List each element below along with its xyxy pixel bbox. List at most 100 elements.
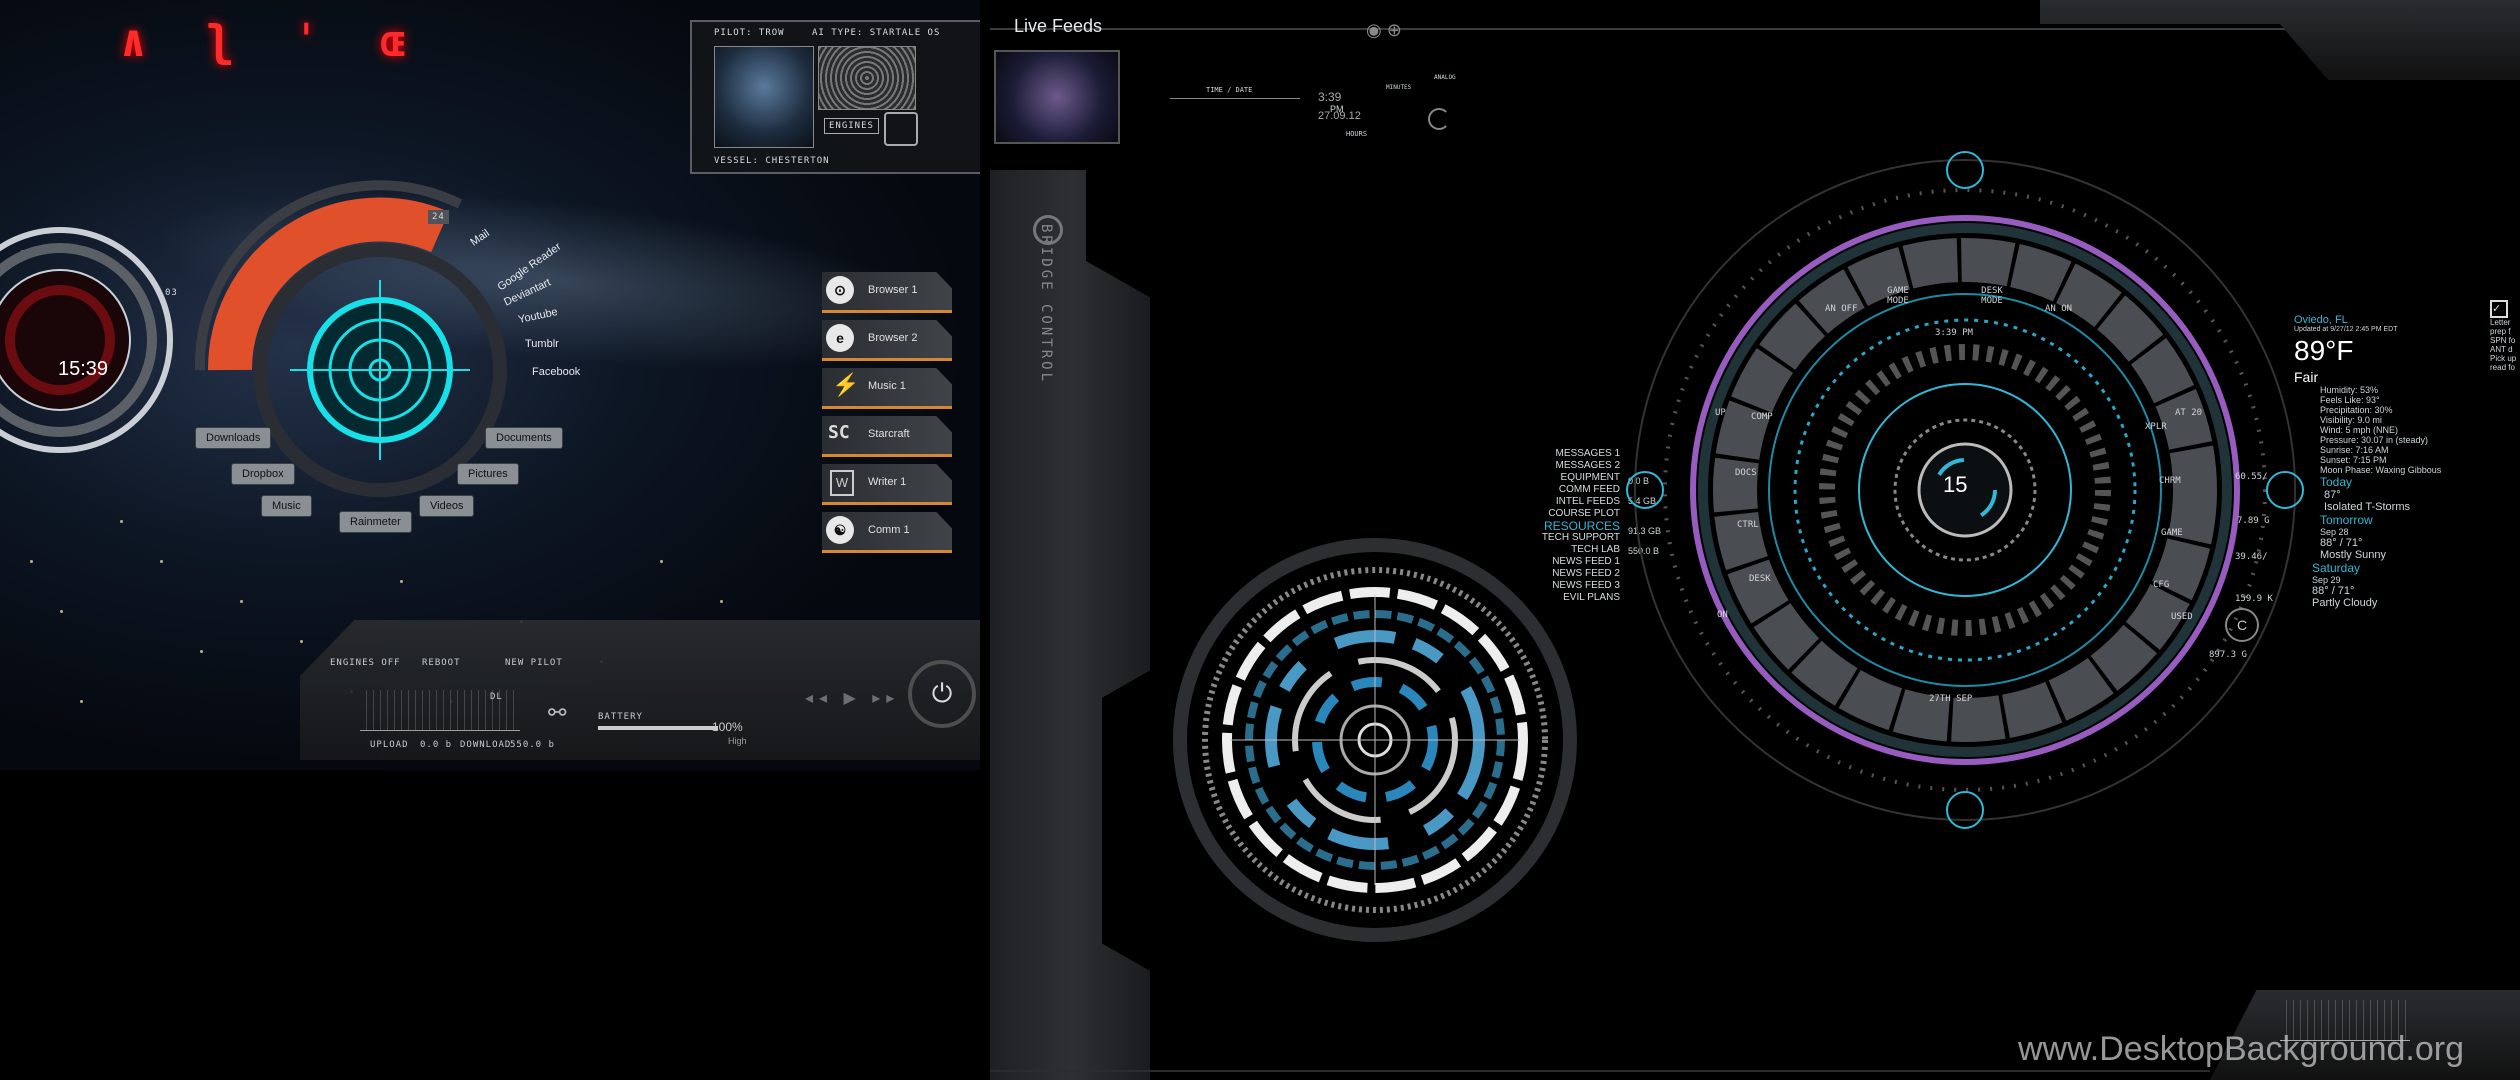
nav-news-feed-2[interactable]: NEWS FEED 2 bbox=[1552, 568, 1620, 579]
dial-btn-ctrl[interactable]: CTRL bbox=[1737, 520, 1759, 530]
forecast-today-temp: 87° bbox=[2324, 489, 2341, 501]
live-feed-thumbnail[interactable] bbox=[994, 50, 1120, 144]
dial-btn-game[interactable]: GAME bbox=[2161, 528, 2183, 538]
dial-btn-xplr[interactable]: XPLR bbox=[2145, 422, 2167, 432]
weather-wind: Wind: 5 mph (NNE) bbox=[2320, 425, 2399, 435]
mini-network-graph bbox=[2280, 1000, 2410, 1041]
forecast-tomorrow-label: Tomorrow bbox=[2320, 513, 2373, 527]
nav-value-3: 91.3 GB bbox=[1628, 526, 1662, 536]
engines-off-button[interactable]: ENGINES OFF bbox=[330, 658, 401, 668]
folder-documents[interactable]: Documents bbox=[486, 428, 562, 448]
feed-controls-icon[interactable]: ◉ ⊕ bbox=[1366, 20, 1402, 40]
clock-ring-icon bbox=[0, 227, 173, 453]
dial-btn-desk-mode[interactable]: DESK MODE bbox=[1981, 286, 2003, 306]
main-dial-icon bbox=[1626, 151, 2304, 829]
folder-rainmeter[interactable]: Rainmeter bbox=[340, 512, 411, 532]
dl-label: DL bbox=[490, 692, 503, 702]
dial-btn-comp[interactable]: COMP bbox=[1751, 412, 1773, 422]
nav-news-feed-1[interactable]: NEWS FEED 1 bbox=[1552, 556, 1620, 567]
chrome-icon: ⊙ bbox=[826, 276, 854, 304]
forecast-today-label: Today bbox=[2320, 475, 2353, 489]
note-line: prep f bbox=[2490, 327, 2511, 336]
dial-btn-at20[interactable]: AT 20 bbox=[2175, 408, 2203, 418]
nav-intel-feeds[interactable]: INTEL FEEDS bbox=[1555, 496, 1620, 507]
pilot-avatar bbox=[714, 46, 814, 148]
dial-btn-chrm[interactable]: CHRM bbox=[2159, 476, 2181, 486]
right-top-right-frame bbox=[2040, 0, 2520, 80]
red-glyph-1: ∧ bbox=[120, 16, 147, 67]
dial-btn-cfg[interactable]: CFG bbox=[2153, 580, 2170, 590]
battery-fill bbox=[598, 726, 718, 730]
folder-pictures[interactable]: Pictures bbox=[458, 464, 518, 484]
nav-tech-lab[interactable]: TECH LAB bbox=[1571, 544, 1620, 555]
ccleaner-icon[interactable]: C bbox=[2225, 608, 2259, 642]
battery-label: BATTERY bbox=[598, 712, 643, 722]
media-controls[interactable]: ◂◂ ▶ ▸▸ bbox=[805, 690, 901, 707]
dial-btn-used[interactable]: USED bbox=[2171, 612, 2193, 622]
battery-status: High bbox=[728, 736, 747, 746]
nav-comm-feed[interactable]: COMM FEED bbox=[1558, 484, 1620, 495]
link-tumblr[interactable]: Tumblr bbox=[525, 338, 559, 350]
weather-updated: Updated at 9/27/12 2:45 PM EDT bbox=[2294, 326, 2398, 333]
dial-btn-up[interactable]: UP bbox=[1715, 408, 1726, 418]
dock-label: Starcraft bbox=[868, 428, 910, 440]
bridge-control-icon[interactable] bbox=[1033, 215, 1063, 245]
nav-resources[interactable]: RESOURCES bbox=[1543, 519, 1620, 533]
dial-btn-an-off[interactable]: AN OFF bbox=[1825, 304, 1858, 314]
note-line: Letter bbox=[2490, 318, 2511, 327]
nav-course-plot[interactable]: COURSE PLOT bbox=[1548, 508, 1620, 519]
download-value: 550.0 b bbox=[510, 740, 555, 750]
red-glyph-3: ˈ bbox=[293, 16, 320, 67]
dock-item-comm-1[interactable]: ☯ Comm 1 bbox=[822, 512, 952, 553]
nav-evil-plans[interactable]: EVIL PLANS bbox=[1563, 592, 1620, 603]
new-pilot-button[interactable]: NEW PILOT bbox=[505, 658, 563, 668]
folder-downloads[interactable]: Downloads bbox=[196, 428, 271, 448]
reboot-button[interactable]: REBOOT bbox=[422, 658, 461, 668]
analog-label: ANALOG bbox=[1434, 74, 1456, 81]
radar-dial-icon bbox=[1173, 538, 1577, 942]
upload-value: 0.0 b bbox=[420, 740, 453, 750]
power-icon[interactable]: ⏻ bbox=[908, 660, 976, 728]
checkbox-icon[interactable]: ✓ bbox=[2490, 300, 2508, 318]
link-facebook[interactable]: Facebook bbox=[532, 366, 581, 378]
weather-sunrise: Sunrise: 7:16 AM bbox=[2320, 445, 2389, 455]
nav-value-4: 550.0 B bbox=[1628, 546, 1660, 556]
nav-tech-support[interactable]: TECH SUPPORT bbox=[1541, 532, 1620, 543]
dock-label: Browser 2 bbox=[868, 332, 918, 344]
yinyang-icon: ☯ bbox=[826, 516, 854, 544]
nav-messages-1[interactable]: MESSAGES 1 bbox=[1555, 448, 1620, 459]
dock-item-writer-1[interactable]: W Writer 1 bbox=[822, 464, 952, 505]
nav-news-feed-3[interactable]: NEWS FEED 3 bbox=[1552, 580, 1620, 591]
dock-item-music-1[interactable]: ⚡ Music 1 bbox=[822, 368, 952, 409]
usb-icon: ⚯ bbox=[548, 700, 567, 725]
dial-btn-an-on[interactable]: AN ON bbox=[2045, 304, 2073, 314]
dock-item-browser-2[interactable]: e Browser 2 bbox=[822, 320, 952, 361]
nav-value-1: 0.0 B bbox=[1628, 476, 1650, 486]
dock-item-starcraft[interactable]: SC Starcraft bbox=[822, 416, 952, 457]
vessel-label: VESSEL: CHESTERTON bbox=[714, 156, 830, 166]
dial-value-1: 60.55/ bbox=[2235, 472, 2268, 482]
engine-power-icon[interactable] bbox=[884, 112, 918, 146]
folder-videos[interactable]: Videos bbox=[420, 496, 474, 516]
dial-btn-desk[interactable]: DESK bbox=[1749, 574, 1771, 584]
battery-value: 100% bbox=[712, 720, 743, 734]
minutes-label: MINUTES bbox=[1386, 84, 1412, 91]
day-badge: 24 bbox=[428, 210, 449, 224]
nav-messages-2[interactable]: MESSAGES 2 bbox=[1555, 460, 1620, 471]
live-feeds-title: Live Feeds bbox=[1014, 16, 1103, 36]
dial-btn-on[interactable]: ON bbox=[1717, 610, 1728, 620]
dial-btn-docs[interactable]: DOCS bbox=[1735, 468, 1757, 478]
weather-sunset: Sunset: 7:15 PM bbox=[2320, 455, 2387, 465]
forecast-saturday-label: Saturday bbox=[2312, 561, 2361, 575]
dial-btn-game-mode[interactable]: GAME MODE bbox=[1887, 286, 1909, 306]
launcher-dial: 24 bbox=[170, 160, 590, 580]
dock-label: Comm 1 bbox=[868, 524, 910, 536]
dock-item-browser-1[interactable]: ⊙ Browser 1 bbox=[822, 272, 952, 313]
weather-moon-phase: Moon Phase: Waxing Gibbous bbox=[2320, 465, 2442, 475]
folder-dropbox[interactable]: Dropbox bbox=[232, 464, 294, 484]
dial-value-4: 159.9 K bbox=[2235, 594, 2273, 604]
folder-music[interactable]: Music bbox=[262, 496, 311, 516]
nav-equipment[interactable]: EQUIPMENT bbox=[1560, 472, 1620, 483]
notes-widget: ✓ Letter prep f SPN fo ANT d Pick up rea… bbox=[2490, 300, 2520, 372]
winamp-icon: ⚡ bbox=[832, 372, 860, 397]
